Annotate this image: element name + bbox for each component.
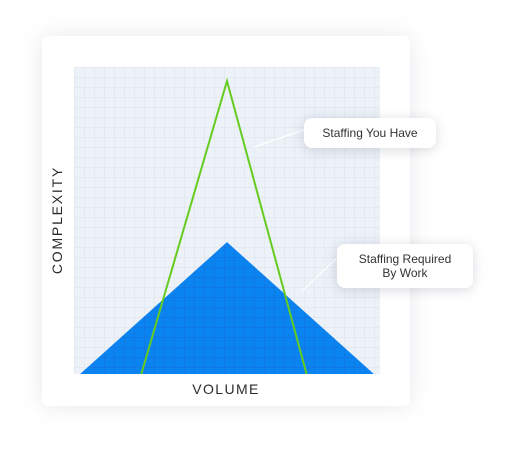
callout-staffing-required: Staffing Required By Work: [337, 244, 473, 288]
callout-staffing-you-have: Staffing You Have: [304, 118, 436, 148]
series-staffing-you-have-line: [140, 77, 308, 375]
x-axis-label: VOLUME: [192, 381, 260, 397]
callout-connector-have: [253, 128, 307, 148]
y-axis-label: COMPLEXITY: [49, 165, 65, 275]
series-staffing-required-area: [80, 242, 374, 374]
callout-connector-required: [301, 255, 340, 292]
